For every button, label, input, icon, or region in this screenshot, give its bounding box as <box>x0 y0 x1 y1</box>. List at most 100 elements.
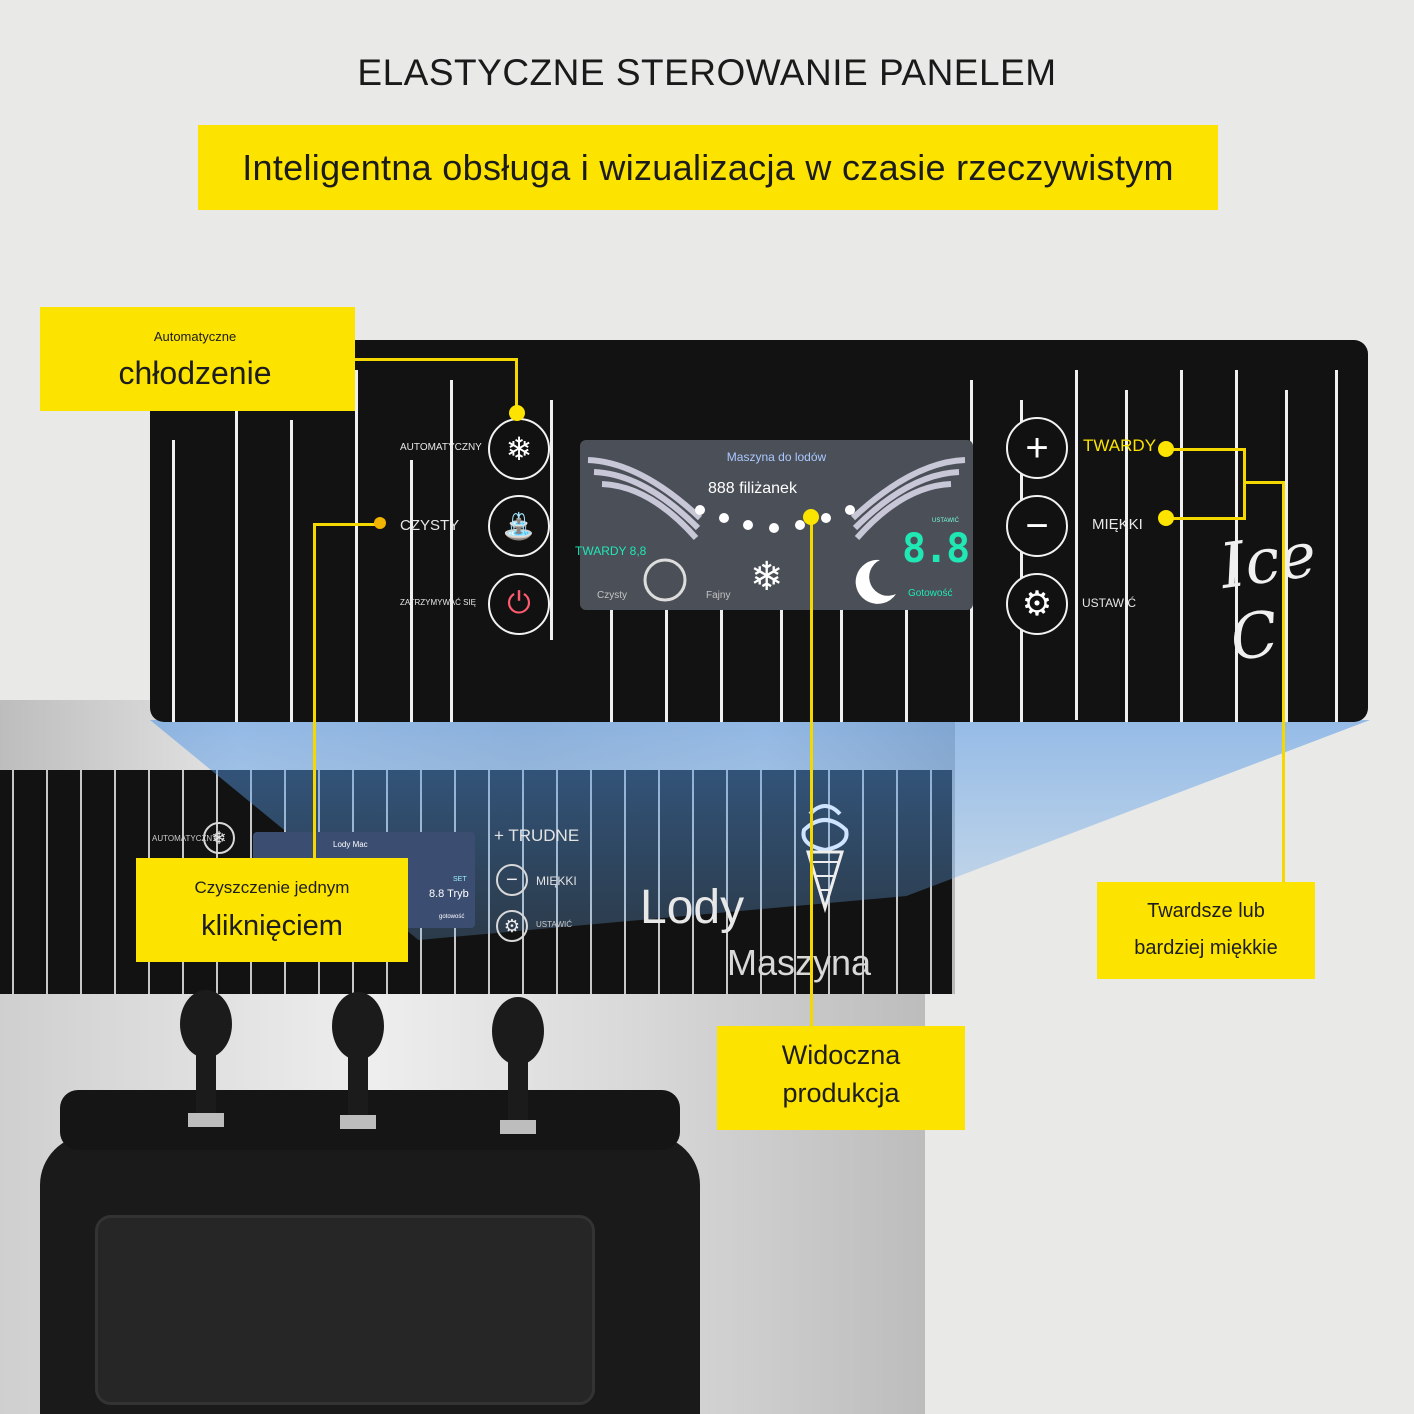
control-panel: ❄ ⛲ ⏻ AUTOMATYCZNY CZYSTY ZATRZYMYWAĆ SI… <box>150 340 1368 722</box>
connector-line <box>515 358 518 413</box>
mini-hard-label: + TRUDNE <box>494 826 580 845</box>
gear-icon: ⚙ <box>1021 585 1053 623</box>
callout-hardness-line1: Twardsze lub <box>1147 900 1265 922</box>
brand-script: Ice C <box>1215 517 1321 676</box>
display-cup-count: 888 filiżanek <box>708 480 797 497</box>
dispenser-handle-left[interactable] <box>178 988 234 1138</box>
panel-stripe <box>1335 370 1338 722</box>
panel-stripe <box>1180 370 1183 722</box>
connector-dot <box>803 509 819 525</box>
snowflake-icon: ❄ <box>505 431 533 467</box>
mini-display-set: SET <box>453 876 467 883</box>
connector-line <box>1166 517 1246 520</box>
minus-icon: − <box>1025 504 1049 548</box>
panel-stripe <box>1020 400 1023 722</box>
callout-auto-cooling-big: chłodzenie <box>118 355 272 391</box>
mini-display-mode: 8.8 Tryb <box>429 888 469 900</box>
subtitle-banner: Inteligentna obsługa i wizualizacja w cz… <box>198 125 1218 210</box>
clean-button[interactable]: ⛲ <box>488 495 550 557</box>
panel-stripe <box>355 370 358 722</box>
connector-line <box>1282 481 1285 883</box>
auto-label: AUTOMATYCZNY <box>400 442 482 453</box>
settings-button[interactable]: ⚙ <box>1006 573 1068 635</box>
callout-clean-small: Czyszczenie jednym <box>194 878 350 897</box>
mini-minus-icon: − <box>496 864 528 896</box>
mini-gear-icon: ⚙ <box>496 910 528 942</box>
callout-production-line2: produkcja <box>782 1078 900 1108</box>
callout-auto-cooling: Automatyczne chłodzenie <box>40 307 355 411</box>
connector-line <box>313 523 316 860</box>
callout-auto-cooling-small: Automatyczne <box>153 329 237 344</box>
display-digits: 8.8 <box>902 526 970 572</box>
set-label: USTAWIĆ <box>1082 596 1136 610</box>
connector-dot <box>509 405 525 421</box>
mini-soft-label: MIĘKKI <box>536 874 577 888</box>
connector-line <box>1243 448 1246 520</box>
panel-stripe <box>780 600 783 722</box>
harder-button[interactable]: + <box>1006 417 1068 479</box>
plus-icon: + <box>1025 426 1049 470</box>
mini-snowflake-icon: ❄ <box>203 822 235 854</box>
panel-stripe <box>905 610 908 722</box>
connector-dot <box>1158 441 1174 457</box>
stop-label: ZATRZYMYWAĆ SIĘ <box>400 598 476 607</box>
panel-stripe <box>450 380 453 722</box>
ice-cream-cone-icon <box>801 804 849 914</box>
soft-label: MIĘKKI <box>1092 516 1143 533</box>
panel-stripe <box>840 610 843 722</box>
panel-stripe <box>1285 390 1288 722</box>
softer-button[interactable]: − <box>1006 495 1068 557</box>
callout-visible-production: Widoczna produkcja <box>717 1026 965 1130</box>
connector-line <box>1243 481 1285 484</box>
hard-label: TWARDY <box>1083 436 1157 455</box>
lower-panel-stripe <box>114 770 116 996</box>
power-icon: ⏻ <box>507 587 531 620</box>
panel-stripe <box>610 610 613 722</box>
display-title: Maszyna do lodów <box>726 450 827 464</box>
connector-dot <box>1158 510 1174 526</box>
connector-line <box>355 358 518 361</box>
connector-line <box>1166 448 1246 451</box>
dispenser-handle-right[interactable] <box>490 995 546 1145</box>
dispenser-handle-middle[interactable] <box>330 990 386 1140</box>
mini-auto-label: AUTOMATYCZNY <box>152 834 218 843</box>
display-set: USTAWIĆ <box>932 518 959 524</box>
display-mode: TWARDY 8,8 <box>575 544 647 558</box>
callout-one-click-clean: Czyszczenie jednym kliknięciem <box>136 858 408 962</box>
page-title: ELASTYCZNE STEROWANIE PANELEM <box>357 52 1057 93</box>
panel-stripe <box>665 600 668 722</box>
panel-stripe <box>1125 390 1128 722</box>
callout-clean-big: kliknięciem <box>201 910 343 942</box>
lower-panel-stripe <box>80 770 82 996</box>
clean-label: CZYSTY <box>400 517 460 534</box>
display-clean-label: Czysty <box>597 590 627 601</box>
lower-panel-stripe <box>12 770 14 996</box>
panel-stripe <box>172 440 175 722</box>
callout-hardness-line2: bardziej miękkie <box>1134 937 1278 959</box>
svg-text:❄: ❄ <box>750 554 784 600</box>
mini-display-ready: gotowość <box>439 914 465 920</box>
background-right <box>925 994 1414 1414</box>
connector-dot <box>374 517 386 529</box>
panel-stripe <box>1075 370 1078 720</box>
callout-production-line1: Widoczna <box>781 1040 901 1070</box>
panel-stripe <box>550 400 553 640</box>
display-wings-graphic: ❄ <box>587 457 966 604</box>
display-ready-label: Gotowość <box>908 588 953 599</box>
display-fajny-label: Fajny <box>706 590 731 601</box>
mini-display-title: Lody Mac <box>333 840 368 849</box>
brand-lody: Lody <box>640 881 745 934</box>
panel-stripe <box>235 390 238 722</box>
connector-line <box>313 523 381 526</box>
lower-panel-stripe <box>46 770 48 996</box>
mini-set-label: USTAWIĆ <box>536 920 572 929</box>
panel-stripe <box>1235 370 1238 722</box>
faucet-icon: ⛲ <box>502 510 536 541</box>
drip-tray-window <box>95 1215 595 1405</box>
callout-hardness: Twardsze lub bardziej miękkie <box>1097 882 1315 979</box>
auto-cooling-button[interactable]: ❄ <box>488 418 550 480</box>
subtitle-text: Inteligentna obsługa i wizualizacja w cz… <box>242 146 1174 188</box>
brand-maszyna: Maszyna <box>727 942 872 983</box>
lcd-display: Maszyna do lodów ❄ 888 filiżanek TWARDY … <box>575 440 973 610</box>
stop-button[interactable]: ⏻ <box>488 573 550 635</box>
